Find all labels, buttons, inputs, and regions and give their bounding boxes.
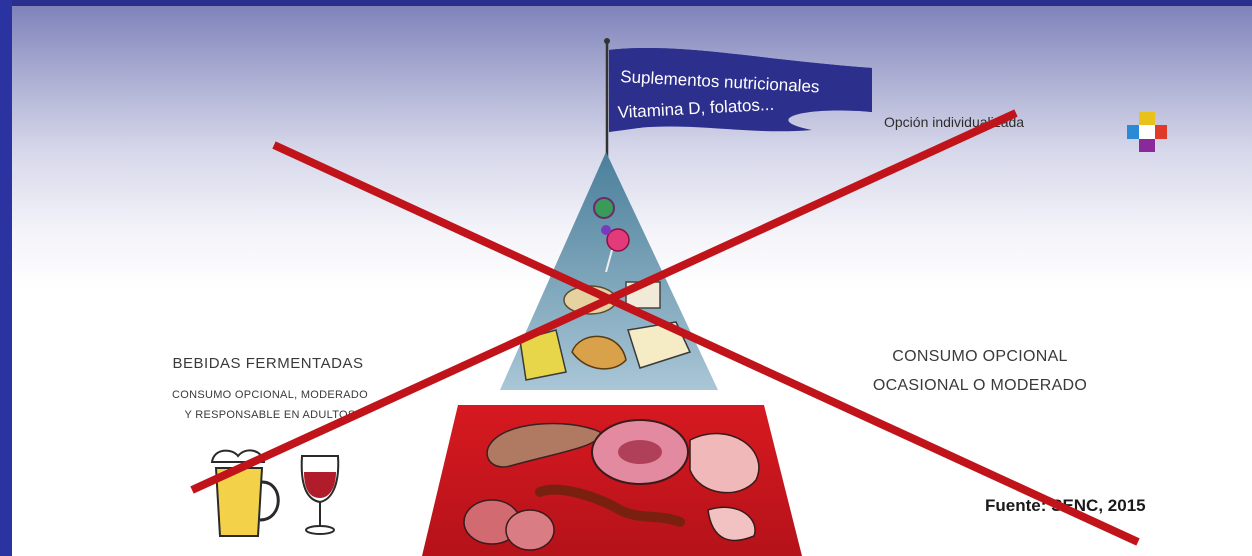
fermented-drinks-subtitle: CONSUMO OPCIONAL, MODERADO Y RESPONSABLE… <box>100 385 440 425</box>
wine-glass-icon <box>302 456 339 534</box>
beer-mug-icon <box>212 450 278 536</box>
fermented-drinks-subtitle-line1: CONSUMO OPCIONAL, MODERADO <box>100 385 440 405</box>
optional-consumption-line2: OCASIONAL O MODERADO <box>820 371 1140 400</box>
optional-consumption-label: CONSUMO OPCIONAL OCASIONAL O MODERADO <box>820 342 1140 400</box>
fermented-drinks-title: BEBIDAS FERMENTADAS <box>118 355 418 372</box>
fermented-drinks-subtitle-line2: Y RESPONSABLE EN ADULTOS <box>100 405 440 425</box>
individual-option-label: Opción individualizada <box>884 114 1024 130</box>
optional-consumption-line1: CONSUMO OPCIONAL <box>820 342 1140 371</box>
source-label: Fuente: SENC, 2015 <box>985 496 1146 516</box>
